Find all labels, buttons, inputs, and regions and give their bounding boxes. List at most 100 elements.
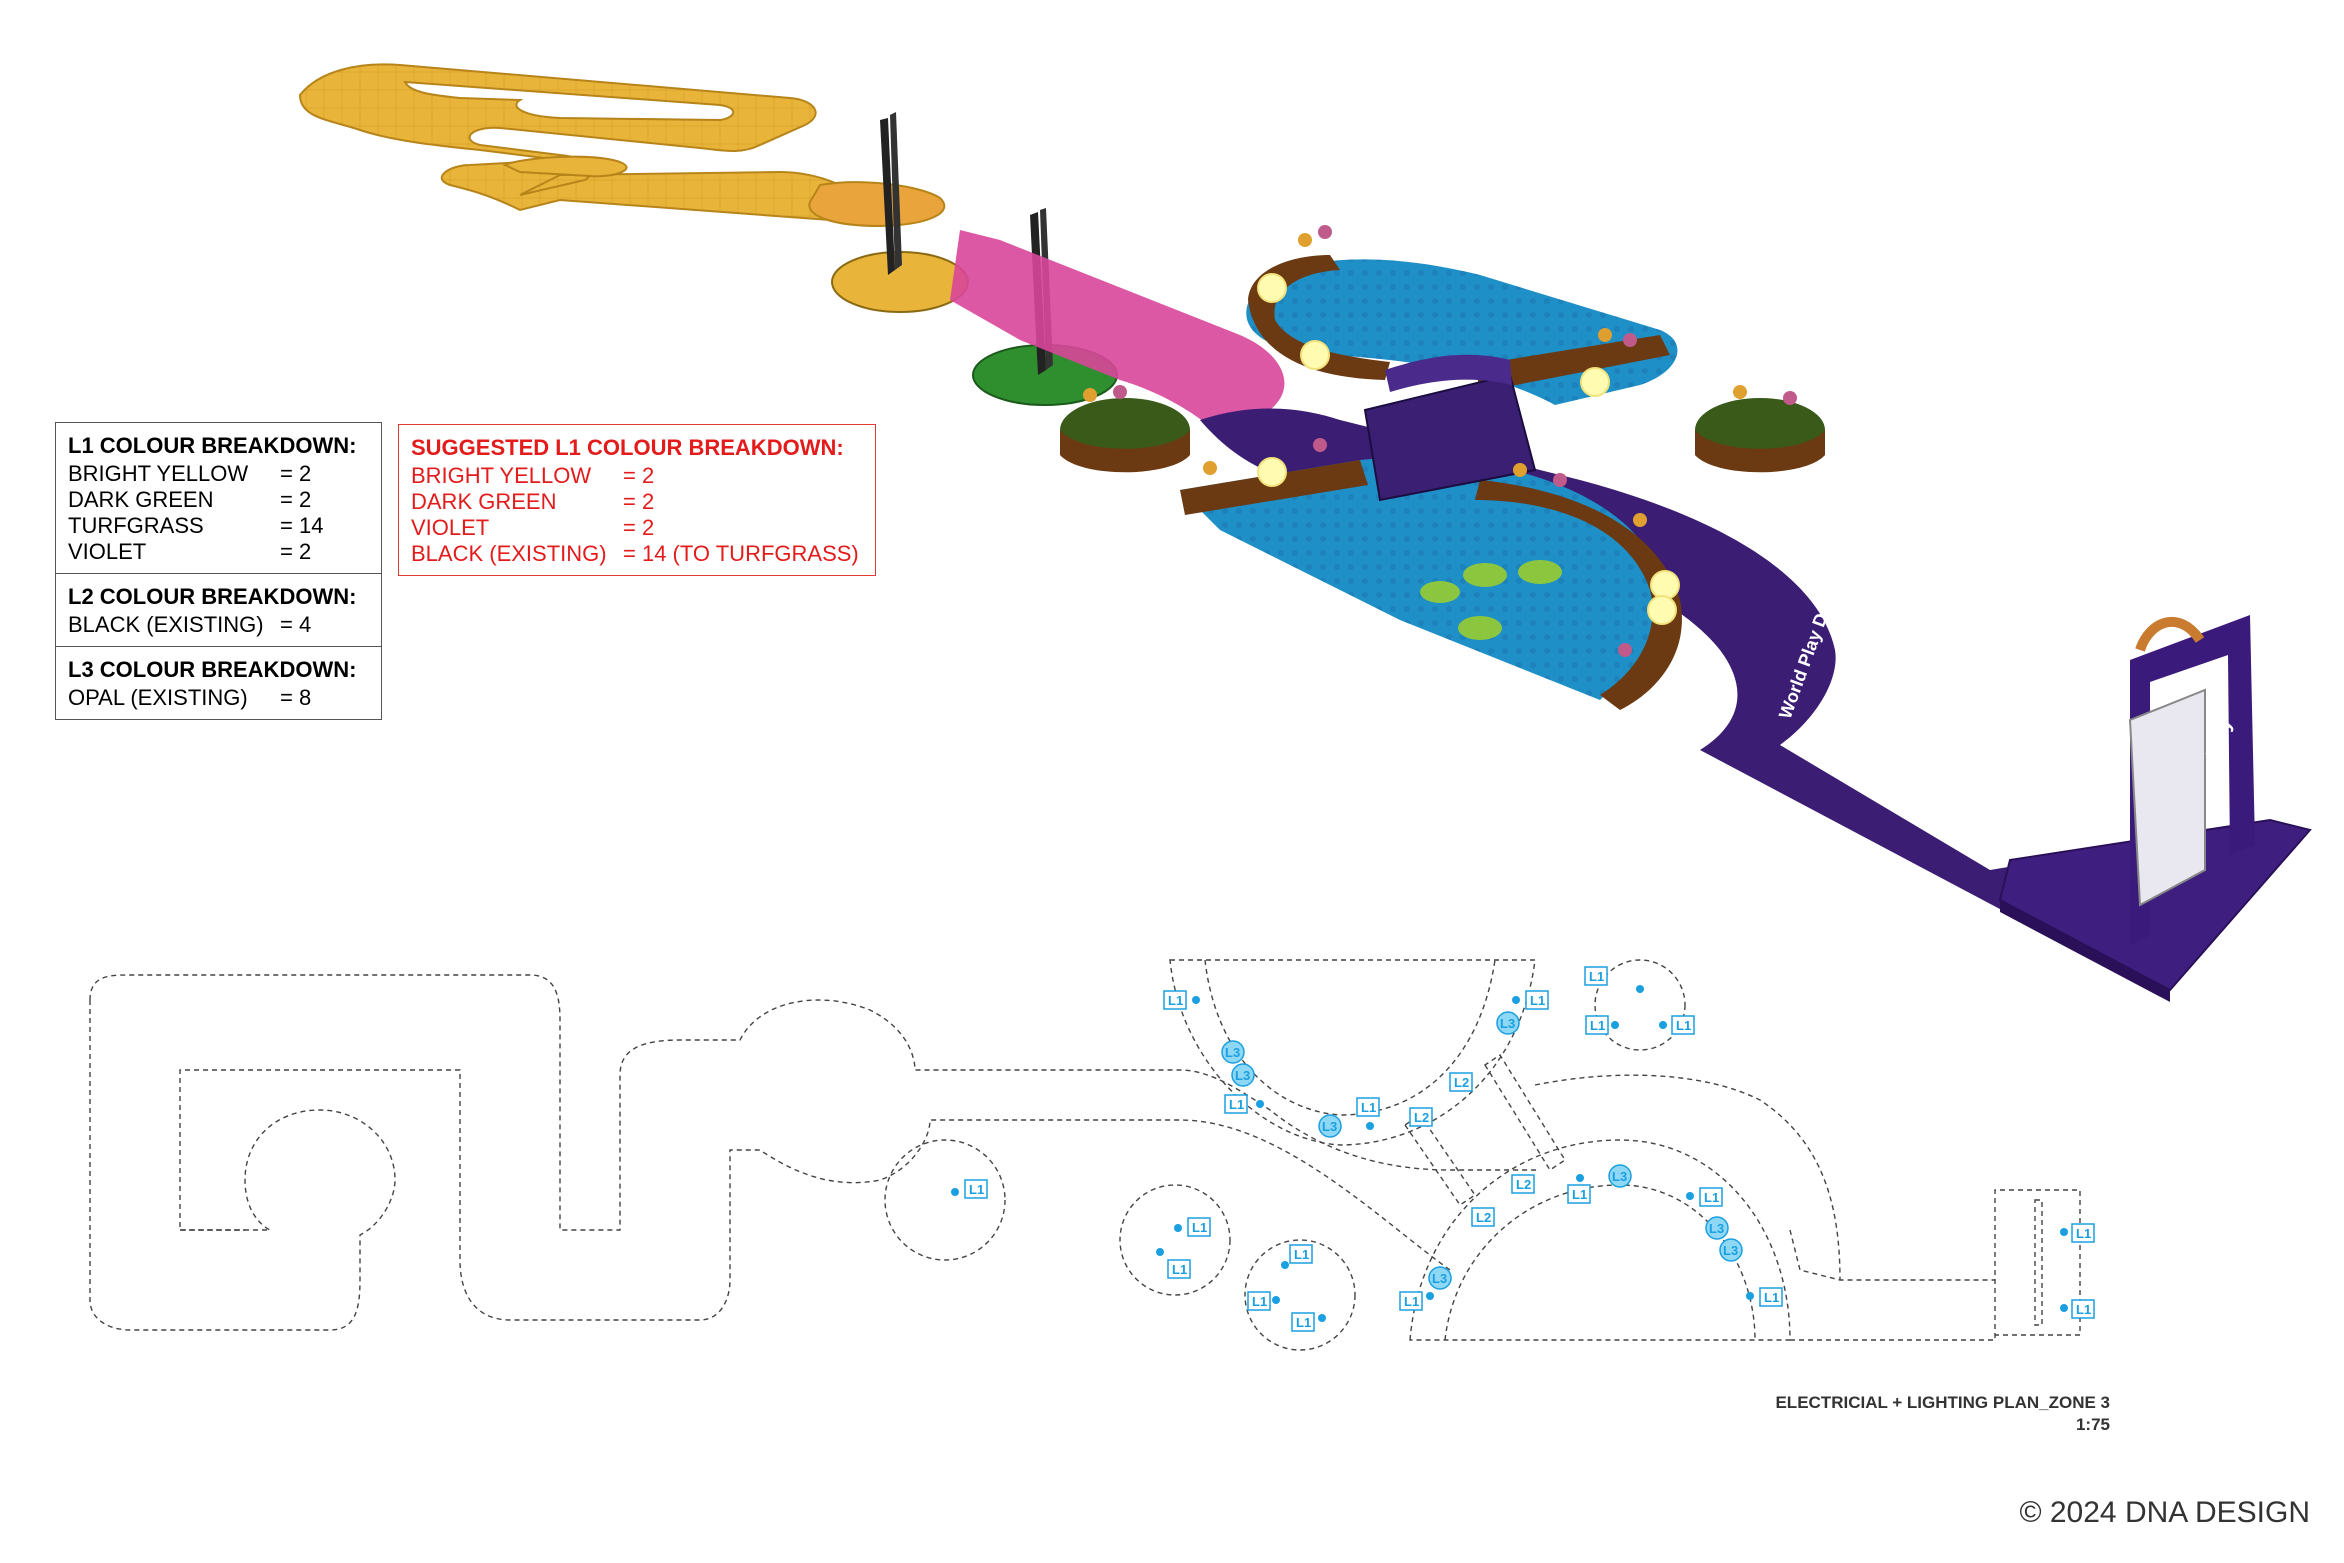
l1-legend-title: L1 COLOUR BREAKDOWN:	[68, 433, 357, 458]
l3-legend-title: L3 COLOUR BREAKDOWN:	[68, 657, 357, 682]
legend-row: BRIGHT YELLOW= 2	[411, 463, 655, 488]
globe-lights	[1257, 273, 1680, 625]
fixture-l3: L3	[1496, 1011, 1520, 1035]
yellow-hopscotch-path	[298, 63, 946, 228]
fixture-l1: L1	[1686, 1187, 1723, 1207]
svg-text:L1: L1	[2076, 1226, 2091, 1241]
fixture-l3: L3	[1608, 1164, 1632, 1188]
suggested-legend-title: SUGGESTED L1 COLOUR BREAKDOWN:	[411, 435, 844, 460]
fixture-tags: L1 L1 L1 L1 L1 L1 L1	[951, 966, 2095, 1332]
svg-text:L1: L1	[1589, 969, 1604, 984]
l2-legend-title: L2 COLOUR BREAKDOWN:	[68, 584, 357, 609]
l2-legend: L2 COLOUR BREAKDOWN: BLACK (EXISTING)= 4	[56, 574, 381, 647]
fixture-l1: L1	[1281, 1244, 1313, 1269]
svg-text:L1: L1	[1361, 1100, 1376, 1115]
bridge	[1363, 354, 1537, 502]
fixture-l1: L1	[1291, 1312, 1326, 1332]
svg-text:L1: L1	[1404, 1294, 1419, 1309]
svg-text:L3: L3	[1322, 1119, 1337, 1134]
svg-text:L2: L2	[1414, 1110, 1429, 1125]
fixture-l3: L3	[1719, 1238, 1743, 1262]
svg-text:L2: L2	[1476, 1210, 1491, 1225]
flowers	[1083, 225, 1797, 657]
fixture-l2: L2	[1409, 1107, 1433, 1127]
svg-text:L1: L1	[1676, 1018, 1691, 1033]
legend-row: BLACK (EXISTING)= 14 (TO TURFGRASS)	[411, 541, 859, 566]
violet-path	[1200, 408, 2070, 925]
legend-row: BLACK (EXISTING)= 4	[68, 612, 312, 637]
plan-title-block: ELECTRICIAL + LIGHTING PLAN_ZONE 3 1:75	[1600, 1392, 2110, 1436]
l3-legend: L3 COLOUR BREAKDOWN: OPAL (EXISTING)= 8	[56, 647, 381, 719]
plan-path-outline	[89, 974, 1540, 1231]
svg-text:L1: L1	[1590, 1018, 1605, 1033]
fixture-l1: L1	[951, 1179, 988, 1199]
fixture-l1: L1	[1156, 1248, 1191, 1279]
fixture-l1: L1	[1399, 1291, 1434, 1311]
fixture-l1: L1	[1356, 1097, 1380, 1130]
planter-right	[1695, 398, 1825, 473]
upper-pond	[1246, 255, 1678, 405]
fixture-l1: L1	[1659, 1015, 1695, 1035]
signage-frame: Play	[2128, 615, 2255, 945]
svg-text:L3: L3	[1723, 1243, 1738, 1258]
fixture-l1: L1	[1512, 990, 1549, 1010]
svg-text:L1: L1	[1296, 1315, 1311, 1330]
legend-panel: L1 COLOUR BREAKDOWN: BRIGHT YELLOW= 2 DA…	[55, 422, 382, 720]
fixture-l1: L1	[1584, 966, 1644, 993]
fixture-l2: L2	[1471, 1207, 1495, 1227]
legend-row: DARK GREEN= 2	[68, 487, 312, 512]
svg-text:L1: L1	[1168, 993, 1183, 1008]
fixture-l2: L2	[1449, 1072, 1473, 1092]
copyright-notice: © 2024 DNA DESIGN	[2019, 1496, 2310, 1529]
fixture-l3: L3	[1318, 1114, 1342, 1138]
legend-row: BRIGHT YELLOW= 2	[68, 461, 312, 486]
fixture-l1: L1	[1174, 1217, 1211, 1237]
pink-path	[950, 230, 1285, 440]
svg-text:L1: L1	[969, 1182, 984, 1197]
legend-row: DARK GREEN= 2	[411, 489, 655, 514]
legend-row: OPAL (EXISTING)= 8	[68, 685, 312, 710]
suggested-legend-panel: SUGGESTED L1 COLOUR BREAKDOWN: BRIGHT YE…	[398, 424, 876, 576]
fixture-l3: L3	[1221, 1040, 1245, 1064]
svg-text:L1: L1	[1530, 993, 1545, 1008]
svg-text:L2: L2	[1454, 1075, 1469, 1090]
fixture-l2: L2	[1511, 1174, 1535, 1194]
fixture-l1: L1	[2060, 1299, 2095, 1319]
svg-text:L1: L1	[1572, 1187, 1587, 1202]
svg-text:L1: L1	[1764, 1290, 1779, 1305]
fixture-l3: L3	[1705, 1216, 1729, 1240]
svg-text:L1: L1	[1252, 1294, 1267, 1309]
svg-text:L1: L1	[1294, 1247, 1309, 1262]
svg-text:L1: L1	[1192, 1220, 1207, 1235]
svg-text:L3: L3	[1235, 1068, 1250, 1083]
svg-text:L1: L1	[1172, 1262, 1187, 1277]
svg-text:L3: L3	[1709, 1221, 1724, 1236]
stage-platform	[1998, 818, 2312, 992]
fixture-l1: L1	[1224, 1094, 1264, 1114]
plan-scale: 1:75	[2075, 1415, 2110, 1434]
electrical-plan	[89, 959, 2081, 1351]
fixture-l1: L1	[1746, 1287, 1783, 1307]
planter-left	[1060, 398, 1190, 473]
fixture-l1: L1	[2060, 1223, 2095, 1243]
legend-row: TURFGRASS= 14	[68, 513, 324, 538]
lower-pond	[1180, 457, 1682, 710]
plan-title: ELECTRICIAL + LIGHTING PLAN_ZONE 3	[1775, 1393, 2110, 1412]
legend-row: VIOLET= 2	[411, 515, 655, 540]
fixture-l3: L3	[1231, 1063, 1255, 1087]
svg-text:L3: L3	[1612, 1169, 1627, 1184]
svg-text:L1: L1	[1704, 1190, 1719, 1205]
legend-row: VIOLET= 2	[68, 539, 312, 564]
svg-text:L1: L1	[2076, 1302, 2091, 1317]
isometric-render: Play	[298, 63, 2312, 1002]
fixture-l3: L3	[1428, 1266, 1452, 1290]
svg-text:L3: L3	[1500, 1016, 1515, 1031]
fixture-l1: L1	[1163, 990, 1200, 1010]
fixture-l1: L1	[1585, 1015, 1619, 1035]
fixture-l1: L1	[1567, 1174, 1591, 1204]
svg-text:L3: L3	[1432, 1271, 1447, 1286]
fixture-l1: L1	[1247, 1291, 1280, 1311]
sculpture-1	[880, 112, 902, 275]
svg-text:L1: L1	[1229, 1097, 1244, 1112]
